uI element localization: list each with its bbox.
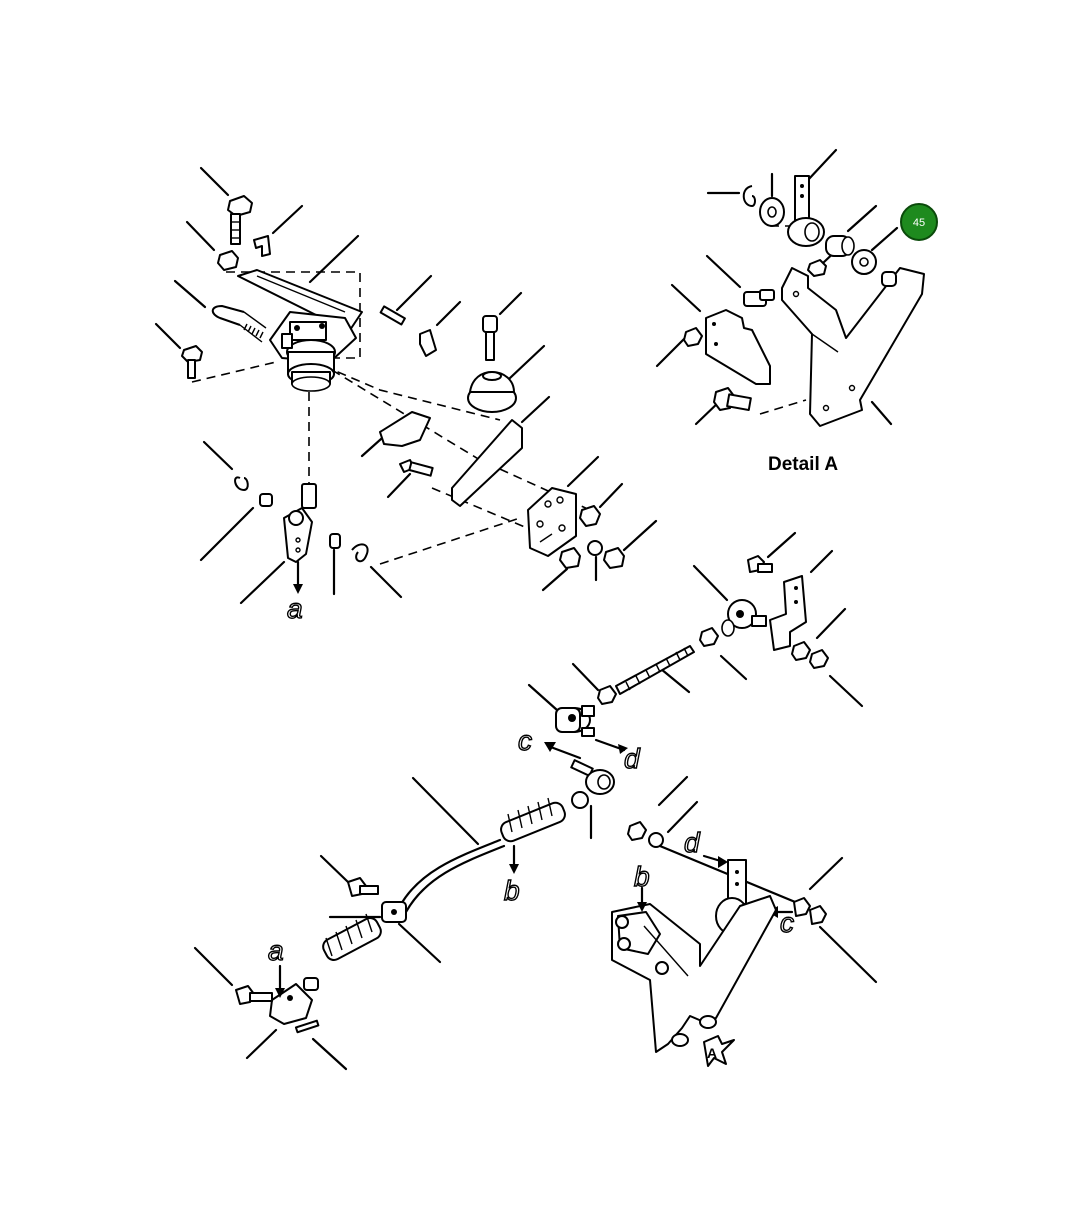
pedal-pin [379, 305, 406, 326]
lower-nut-1 [627, 821, 647, 841]
pedal-bolt [227, 195, 253, 245]
detail-a-label: Detail A [768, 454, 838, 475]
left-small-bolt [181, 345, 203, 379]
ref-letter-c-right: c [780, 907, 794, 938]
detail-stud [743, 289, 775, 307]
detail-rod-end [787, 175, 825, 247]
ref-letter-a-bottom: a [268, 935, 284, 966]
ref-letter-b-bracket: b [634, 861, 650, 892]
linkage-nut-1 [699, 627, 719, 647]
ref-letter-d-center: d [624, 743, 641, 774]
return-spring [351, 543, 369, 563]
throttle-cable: b a [235, 797, 566, 1034]
lower-nut-3 [809, 905, 827, 925]
mount-bracket [379, 411, 431, 447]
ref-letter-d-bracket: d [684, 827, 701, 858]
pedal-clip [253, 235, 271, 257]
callout-number[interactable]: 45 [913, 217, 925, 229]
main-pedal-bracket [611, 895, 777, 1053]
linkage-nut-3 [809, 649, 829, 669]
bracket-screw [399, 459, 434, 477]
plate-nut-3 [603, 547, 625, 569]
lower-nut-2 [793, 897, 811, 917]
cable-lower-boot [322, 913, 382, 961]
detail-nut [807, 259, 827, 277]
detail-small-nut [683, 327, 703, 347]
linkage-nut-2 [791, 641, 811, 661]
throttle-linkage: c d [517, 555, 829, 809]
linkage-bolt-upper [747, 555, 773, 573]
end-cotter-pin [294, 1019, 320, 1034]
small-bushing [259, 493, 273, 507]
mounting-plate [527, 487, 577, 557]
pedal-nut [217, 250, 239, 271]
ref-letter-b-cable: b [504, 875, 520, 906]
detail-a-group: Detail A [683, 175, 925, 475]
retaining-ring [234, 476, 249, 491]
detail-bracket-plate [705, 309, 771, 385]
cable-end-bolt [570, 759, 615, 809]
accelerator-pedal-assembly: a [181, 195, 625, 625]
view-marker-label[interactable]: A [707, 1045, 717, 1061]
threaded-rod [615, 645, 695, 695]
plate-nut-1 [579, 505, 601, 527]
lower-bracket-assembly: d c b A [611, 821, 827, 1067]
lower-lever [283, 483, 317, 563]
cotter-clip [419, 329, 437, 357]
cable-upper-boot [500, 797, 566, 843]
detail-c-clip [742, 185, 756, 207]
view-marker-a[interactable]: A [703, 1035, 735, 1067]
rubber-boot [467, 371, 517, 413]
ref-letter-a-top: a [287, 593, 303, 624]
detail-bushing [825, 235, 855, 257]
u-bolt-spring [211, 305, 267, 343]
ref-letter-c-center: c [518, 725, 532, 756]
cable-bolt [347, 877, 379, 897]
center-swivel [555, 705, 595, 737]
support-strap [451, 419, 523, 507]
pedal-housing [269, 311, 357, 392]
cable-end-block [269, 977, 319, 1025]
detail-bolt [713, 387, 752, 411]
plate-nut-2 [559, 547, 581, 569]
top-stud [482, 315, 498, 361]
linkage-bracket [769, 575, 807, 651]
spring-pin [329, 533, 341, 549]
ball-joint [721, 599, 767, 637]
end-bolt [235, 985, 273, 1005]
plate-washer [587, 540, 603, 556]
detail-main-bracket [781, 267, 925, 427]
callout-badge-45[interactable]: 45 [900, 203, 938, 241]
cable-clamp [381, 901, 407, 923]
lower-washer [648, 832, 664, 848]
rod-nut [597, 685, 617, 705]
